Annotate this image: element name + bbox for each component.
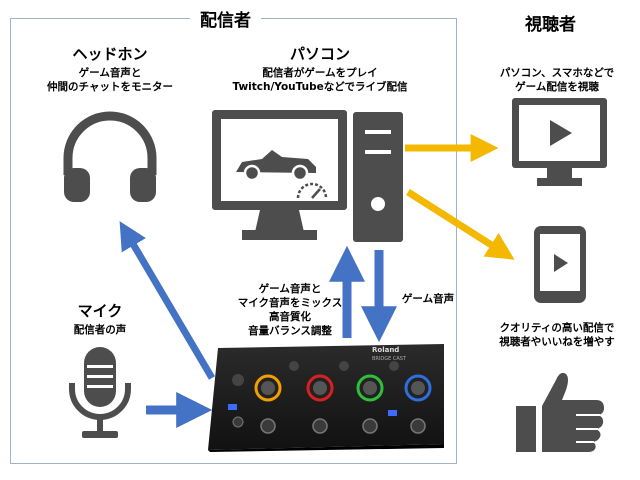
mixer-brand: Roland bbox=[372, 346, 400, 354]
pc-tower-icon bbox=[353, 112, 403, 242]
mixer-desc-4: 音量バランス調整 bbox=[248, 325, 332, 337]
arrow-pc-to-tablet bbox=[406, 189, 515, 260]
headphones-desc-1: ゲーム音声と bbox=[78, 67, 142, 79]
game-audio-label: ゲーム音声 bbox=[401, 293, 455, 305]
viewer-desc-2: ゲーム配信を視聴 bbox=[515, 81, 599, 93]
mixer-device-icon bbox=[208, 344, 444, 452]
mixer-desc-1: ゲーム音声と bbox=[258, 283, 322, 295]
mixer-model: BRIDGE CAST bbox=[372, 356, 406, 362]
viewer-desc-1: パソコン、スマホなどで bbox=[499, 67, 615, 79]
mixer-desc-3: 高音質化 bbox=[269, 311, 311, 323]
viewer-tablet-icon bbox=[534, 226, 586, 303]
viewer-bottom-2: 視聴者やいいねを増やす bbox=[499, 336, 615, 348]
thumbs-up-icon bbox=[516, 372, 604, 452]
pc-monitor-icon bbox=[212, 110, 347, 240]
arrow-mixer-to-headphones bbox=[119, 221, 216, 380]
streamer-title: 配信者 bbox=[190, 6, 261, 31]
microphone-icon bbox=[69, 347, 131, 438]
viewer-title: 視聴者 bbox=[525, 15, 576, 35]
viewer-bottom-1: クオリティの高い配信で bbox=[499, 322, 615, 334]
headphones-label: ヘッドホン bbox=[72, 45, 148, 63]
pc-desc-1: 配信者がゲームをプレイ bbox=[262, 67, 378, 79]
pc-label: パソコン bbox=[289, 45, 350, 63]
mic-label: マイク bbox=[77, 302, 123, 320]
headphones-desc-2: 仲間のチャットをモニター bbox=[47, 81, 173, 93]
mixer-desc-2: マイク音声をミックス bbox=[237, 297, 343, 309]
pc-desc-2: Twitch/YouTubeなどでライブ配信 bbox=[232, 81, 408, 93]
headphones-icon bbox=[63, 111, 157, 202]
viewer-monitor-icon bbox=[512, 98, 607, 186]
mic-desc: 配信者の声 bbox=[73, 324, 127, 336]
